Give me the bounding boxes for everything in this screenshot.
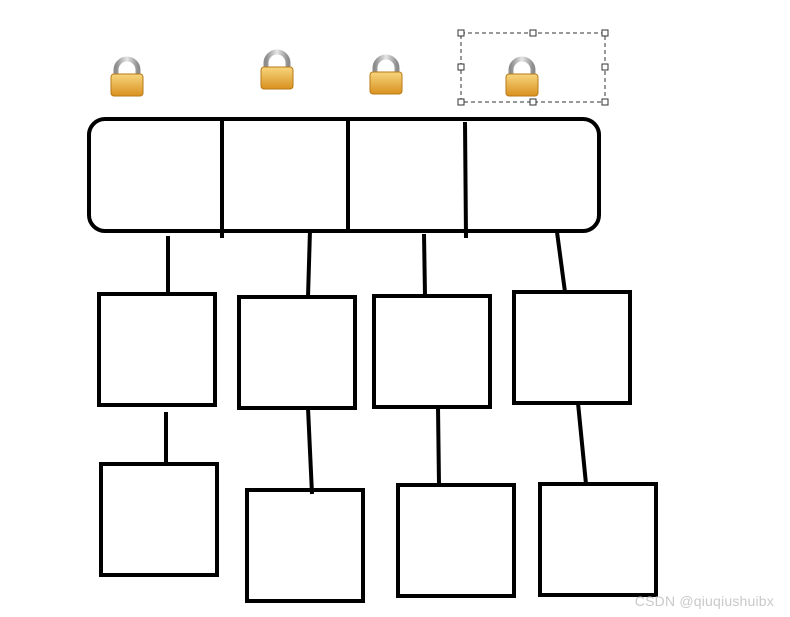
header-divider	[463, 121, 468, 239]
header-bar	[87, 117, 601, 233]
connector-line	[306, 229, 312, 298]
lock-icon[interactable]	[260, 49, 294, 90]
resize-handle[interactable]	[529, 98, 537, 106]
connector-line	[576, 402, 588, 485]
node-box	[372, 294, 492, 409]
node-box	[245, 488, 365, 603]
node-box	[237, 295, 357, 410]
connector-line	[555, 231, 567, 293]
resize-handle[interactable]	[529, 29, 537, 37]
node-box	[99, 462, 219, 577]
node-box	[512, 290, 632, 405]
node-box	[97, 292, 217, 407]
lock-icon[interactable]	[110, 56, 144, 97]
node-box	[396, 483, 516, 598]
resize-handle[interactable]	[457, 29, 465, 37]
resize-handle[interactable]	[457, 98, 465, 106]
resize-handle[interactable]	[601, 29, 609, 37]
lock-icon[interactable]	[505, 56, 539, 97]
lock-icon[interactable]	[369, 54, 403, 95]
connector-line	[306, 407, 314, 495]
resize-handle[interactable]	[601, 63, 609, 71]
watermark: CSDN @qiuqiushuibx	[634, 593, 774, 609]
connector-line	[422, 233, 427, 297]
node-box	[538, 482, 658, 597]
resize-handle[interactable]	[457, 63, 465, 71]
resize-handle[interactable]	[601, 98, 609, 106]
connector-line	[436, 406, 441, 486]
